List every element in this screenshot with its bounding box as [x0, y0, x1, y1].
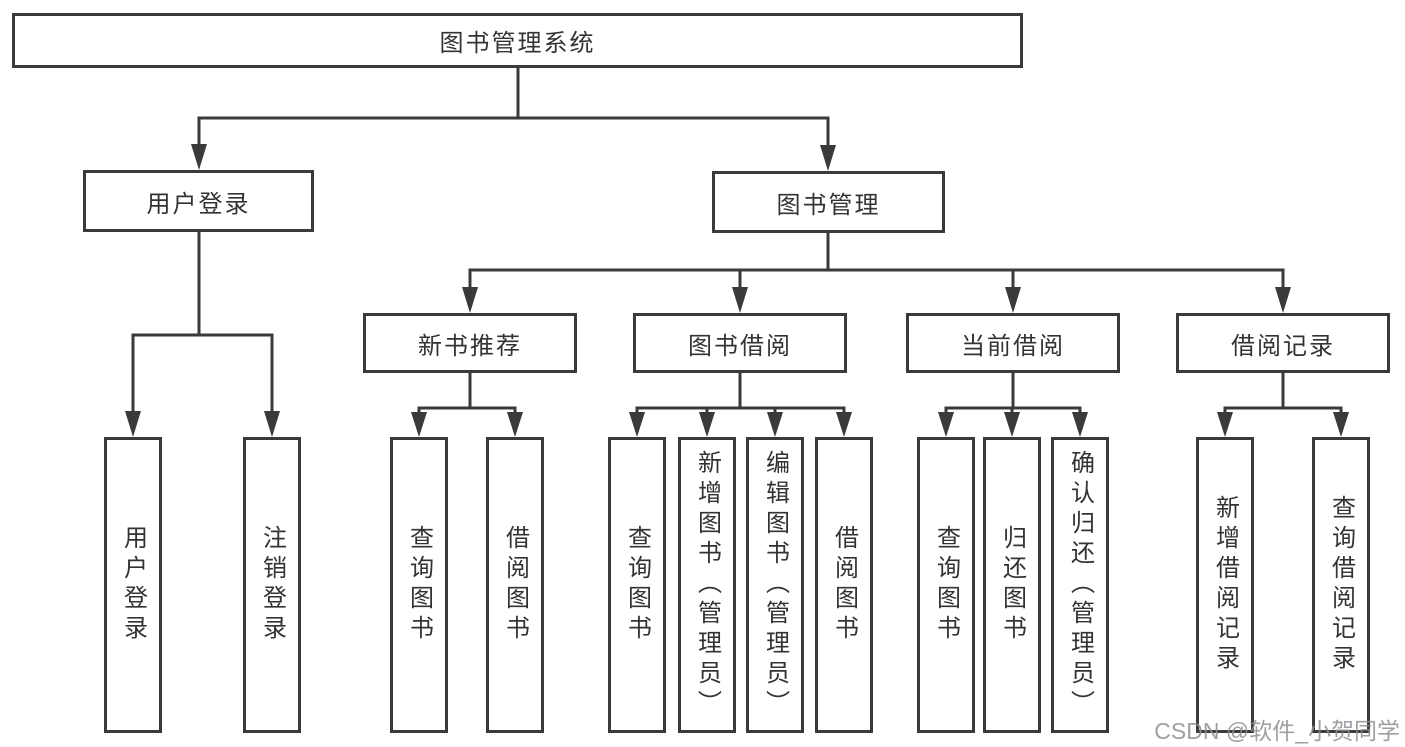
node-label: 新增借阅记录 [1211, 495, 1239, 675]
node-user-login: 用户登录 [83, 170, 314, 232]
leaf-return-books: 归还图书 [983, 437, 1041, 733]
leaf-logout: 注销登录 [243, 437, 301, 733]
node-label: 借阅记录 [1231, 332, 1335, 360]
node-label: 用户登录 [119, 525, 147, 645]
edge-book-mgmt-to-children [462, 231, 1291, 313]
csdn-watermark: CSDN @软件_小贺同学 [1154, 718, 1400, 744]
node-label: 确认归还（管理员） [1066, 450, 1094, 720]
node-label: 新增图书（管理员） [693, 450, 721, 720]
edge-borrow-records-to-children [1217, 371, 1349, 437]
edge-current-borrow-to-children [938, 371, 1088, 437]
leaf-user-login: 用户登录 [104, 437, 162, 733]
node-label: 查询图书 [405, 525, 433, 645]
node-current-borrow: 当前借阅 [906, 313, 1120, 373]
node-label: 查询图书 [932, 525, 960, 645]
leaf-query-books: 查询图书 [917, 437, 975, 733]
edge-new-books-to-children [411, 371, 523, 437]
node-new-book-recommend: 新书推荐 [363, 313, 577, 373]
leaf-edit-book-admin: 编辑图书（管理员） [746, 437, 804, 733]
node-label: 借阅图书 [830, 525, 858, 645]
node-borrow-records: 借阅记录 [1176, 313, 1390, 373]
leaf-query-borrow-record: 查询借阅记录 [1312, 437, 1370, 733]
node-label: 借阅图书 [501, 525, 529, 645]
leaf-confirm-return-admin: 确认归还（管理员） [1051, 437, 1109, 733]
node-label: 查询图书 [623, 525, 651, 645]
node-label: 编辑图书（管理员） [761, 450, 789, 720]
node-label: 图书借阅 [688, 332, 792, 360]
node-book-management: 图书管理 [712, 171, 945, 233]
node-label: 查询借阅记录 [1327, 495, 1355, 675]
node-book-borrow: 图书借阅 [633, 313, 847, 373]
edge-root-to-level2 [191, 66, 836, 171]
leaf-borrow-books: 借阅图书 [486, 437, 544, 733]
node-label: 图书管理系统 [439, 30, 596, 57]
node-label: 新书推荐 [418, 332, 522, 360]
node-label: 当前借阅 [961, 332, 1065, 360]
node-label: 图书管理 [776, 191, 881, 219]
leaf-borrow-books: 借阅图书 [815, 437, 873, 733]
node-label: 归还图书 [998, 525, 1026, 645]
leaf-add-book-admin: 新增图书（管理员） [678, 437, 736, 733]
leaf-add-borrow-record: 新增借阅记录 [1196, 437, 1254, 733]
edge-book-borrow-to-children [629, 371, 852, 437]
node-root-system: 图书管理系统 [12, 13, 1023, 68]
leaf-query-books: 查询图书 [608, 437, 666, 733]
edge-user-login-to-children [125, 230, 280, 437]
node-label: 注销登录 [258, 525, 286, 645]
leaf-query-books: 查询图书 [390, 437, 448, 733]
node-label: 用户登录 [146, 190, 251, 218]
